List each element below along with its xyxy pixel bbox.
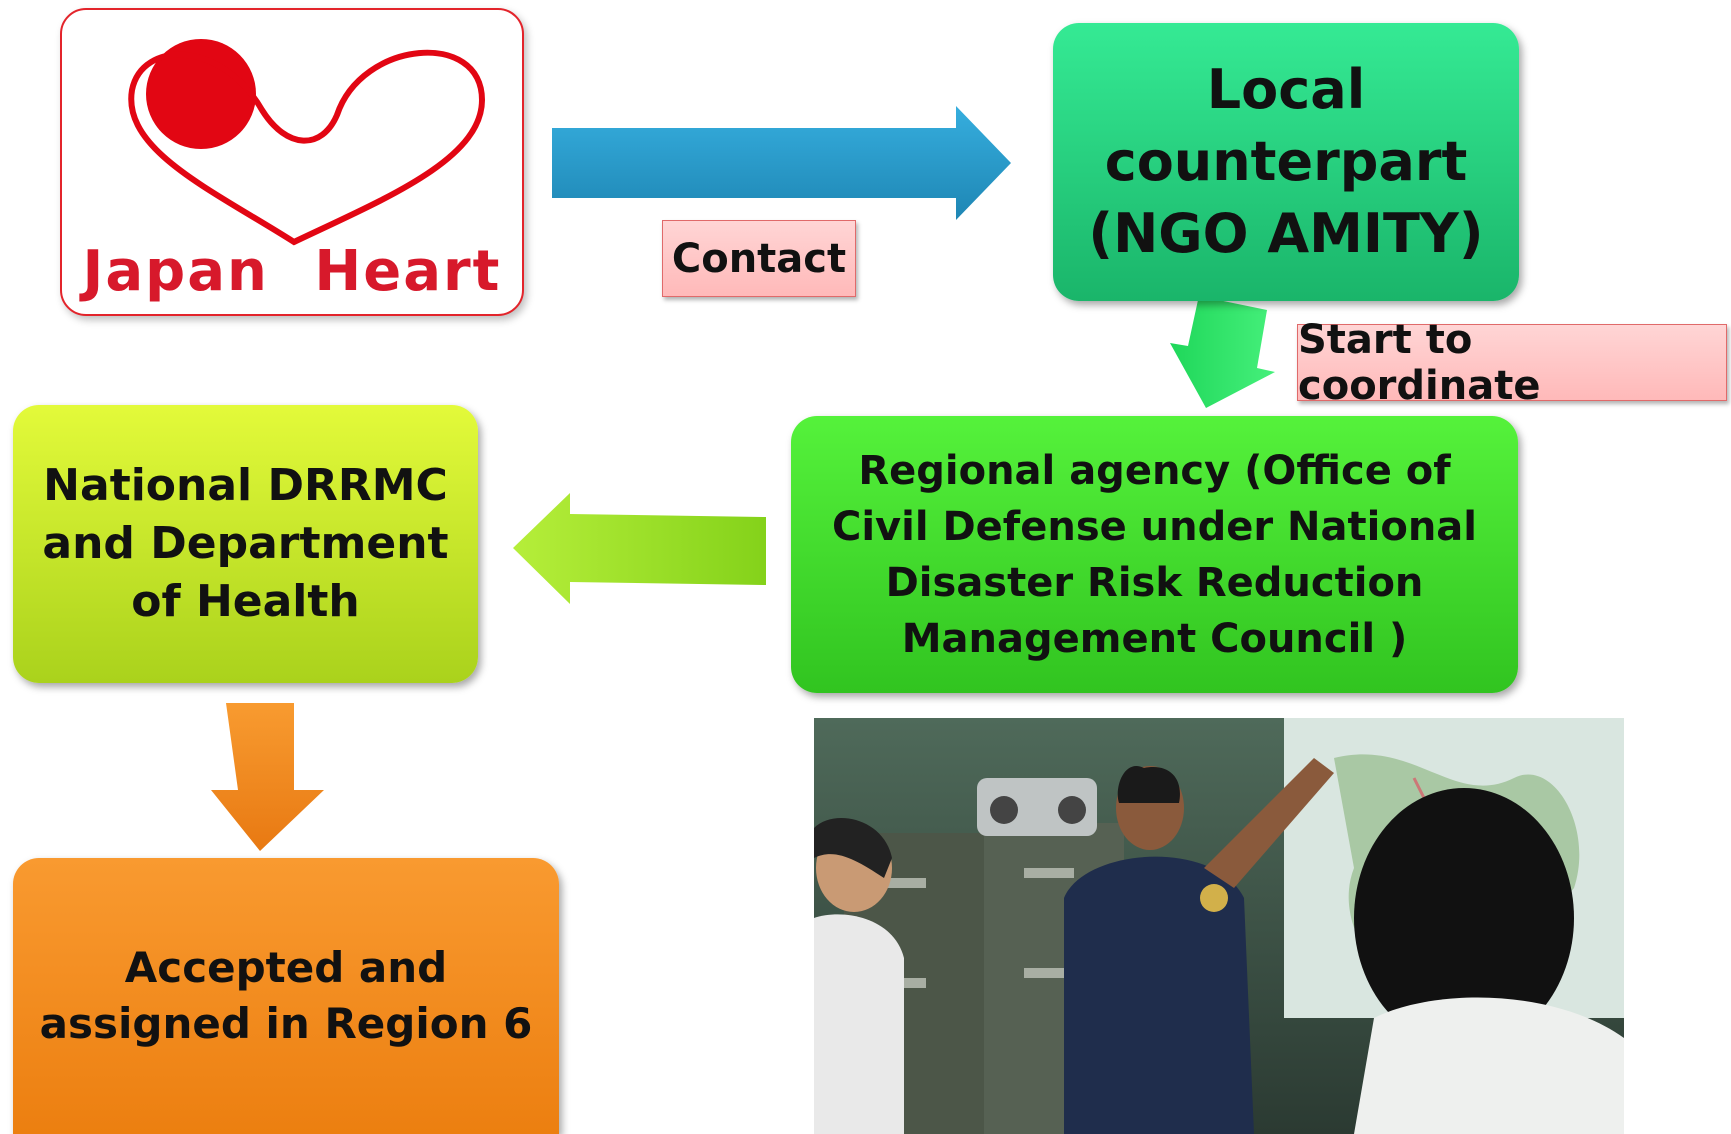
coordinate-arrow — [1170, 296, 1275, 408]
meeting-photo-illustration — [814, 718, 1624, 1134]
contact-label: Contact — [662, 220, 856, 297]
heart-logo-icon — [128, 39, 486, 246]
node-local-counterpart: Local counterpart (NGO AMITY) — [1053, 23, 1519, 301]
node-accepted-region: Accepted and assigned in Region 6 — [13, 858, 559, 1134]
node-regional-agency-label: Regional agency (Office of Civil Defense… — [831, 447, 1478, 662]
logo-wordmark: Japan Heart — [82, 239, 502, 304]
to-national-arrow — [513, 493, 766, 604]
node-regional-agency: Regional agency (Office of Civil Defense… — [791, 416, 1518, 693]
node-national-drrmc: National DRRMC and Department of Health — [13, 405, 478, 683]
contact-arrow — [552, 106, 1011, 220]
meeting-photo — [814, 718, 1624, 1134]
node-national-drrmc-label: National DRRMC and Department of Health — [42, 460, 449, 627]
node-accepted-region-label: Accepted and assigned in Region 6 — [39, 943, 533, 1048]
to-accepted-arrow — [211, 703, 324, 851]
coordinate-label: Start to coordinate — [1297, 317, 1727, 409]
node-local-counterpart-label: Local counterpart (NGO AMITY) — [1088, 58, 1484, 265]
japan-heart-logo: Japan Heart — [60, 8, 524, 316]
